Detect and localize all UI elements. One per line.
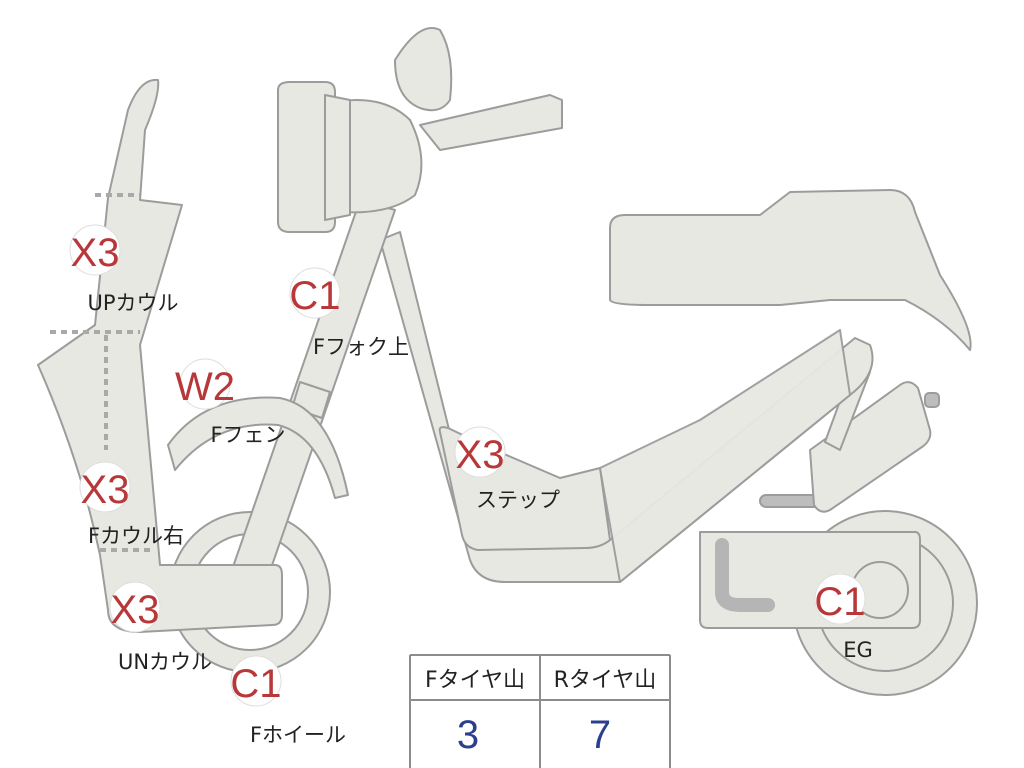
part-marker-engine[interactable]: C1 EG: [814, 573, 873, 662]
part-marker-f-cowl-right[interactable]: X3 Fカウル右: [79, 461, 184, 548]
front-fender: [167, 396, 349, 499]
part-code: C1: [814, 580, 865, 624]
part-marker-f-fender[interactable]: W2 Fフェン: [175, 358, 286, 447]
front-tire-value: 3: [457, 713, 479, 757]
part-marker-up-cowl[interactable]: X3 UPカウル: [69, 224, 179, 315]
part-code: X3: [71, 231, 120, 275]
rear-tire-value: 7: [589, 713, 611, 757]
part-marker-f-wheel[interactable]: C1 Fホイール: [230, 655, 346, 747]
part-marker-step[interactable]: X3 ステップ: [454, 426, 560, 512]
part-marker-f-fork-top[interactable]: C1 Fフォク上: [289, 267, 409, 359]
tire-tread-table: Fタイヤ山 Rタイヤ山 3 7: [409, 654, 671, 768]
part-label: UPカウル: [87, 291, 178, 315]
engine-block: [699, 359, 940, 629]
rear-tire-header: Rタイヤ山: [554, 668, 657, 693]
part-label: EG: [843, 638, 873, 662]
part-marker-un-cowl[interactable]: X3 UNカウル: [109, 581, 212, 674]
front-tire-header: Fタイヤ山: [425, 668, 525, 693]
part-label: UNカウル: [118, 650, 212, 674]
part-code: W2: [175, 365, 235, 409]
part-label: Fフェン: [210, 423, 285, 447]
part-label: Fカウル右: [88, 524, 184, 548]
part-label: ステップ: [476, 488, 560, 512]
handlebar-assembly: [277, 27, 563, 233]
part-code: C1: [289, 274, 340, 318]
part-code: X3: [456, 433, 505, 477]
part-label: Fホイール: [250, 723, 346, 747]
part-code: X3: [81, 468, 130, 512]
part-label: Fフォク上: [313, 335, 409, 359]
part-code: C1: [230, 662, 281, 706]
part-code: X3: [111, 588, 160, 632]
